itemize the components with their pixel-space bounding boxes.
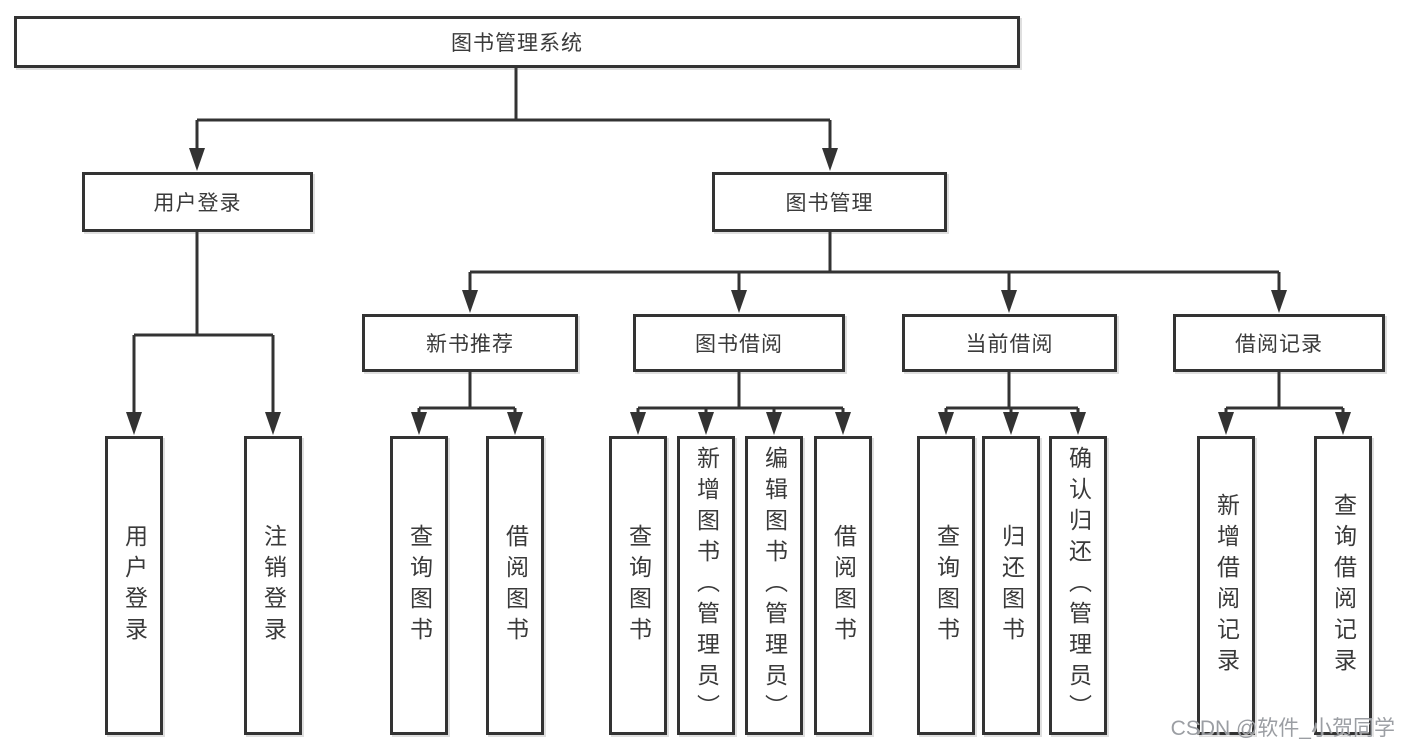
node-label: 图书管理 bbox=[785, 192, 874, 215]
node-label: 查询图书 bbox=[406, 523, 433, 648]
leaf-query-borrow-record: 查询借阅记录 bbox=[1314, 436, 1372, 735]
csdn-watermark: CSDN @软件_小贺同学 bbox=[1170, 717, 1395, 740]
leaf-confirm-return-admin: 确认归还（管理员） bbox=[1049, 436, 1107, 735]
node-label: 新增借阅记录 bbox=[1213, 492, 1240, 679]
node-borrow-records: 借阅记录 bbox=[1173, 314, 1385, 372]
node-new-book-recommend: 新书推荐 bbox=[362, 314, 578, 372]
node-label: 图书借阅 bbox=[695, 333, 783, 356]
node-label: 新书推荐 bbox=[426, 333, 514, 356]
node-book-management-branch: 图书管理 bbox=[712, 172, 947, 232]
leaf-borrow-books: 借阅图书 bbox=[814, 436, 872, 735]
node-current-borrow: 当前借阅 bbox=[902, 314, 1117, 372]
node-label: 查询图书 bbox=[625, 523, 652, 648]
node-label: 当前借阅 bbox=[965, 333, 1054, 356]
node-label: 借阅图书 bbox=[830, 523, 857, 648]
leaf-add-book-admin: 新增图书（管理员） bbox=[677, 436, 735, 735]
leaf-user-login: 用户登录 bbox=[105, 436, 163, 735]
leaf-borrow-books-recommend: 借阅图书 bbox=[486, 436, 544, 735]
leaf-add-borrow-record: 新增借阅记录 bbox=[1197, 436, 1255, 735]
node-label: 查询图书 bbox=[933, 523, 960, 648]
leaf-query-books-current: 查询图书 bbox=[917, 436, 975, 735]
leaf-edit-book-admin: 编辑图书（管理员） bbox=[745, 436, 803, 735]
arrowheads bbox=[126, 148, 1351, 435]
leaf-logout: 注销登录 bbox=[244, 436, 302, 735]
node-label: 编辑图书（管理员） bbox=[761, 446, 788, 725]
node-book-borrow: 图书借阅 bbox=[633, 314, 845, 372]
node-user-login-branch: 用户登录 bbox=[82, 172, 313, 232]
node-label: 借阅图书 bbox=[502, 523, 529, 648]
node-label: 归还图书 bbox=[998, 523, 1025, 648]
node-label: 图书管理系统 bbox=[451, 32, 583, 55]
node-label: 用户登录 bbox=[121, 523, 148, 648]
node-label: 查询借阅记录 bbox=[1330, 492, 1357, 679]
leaf-return-book: 归还图书 bbox=[982, 436, 1040, 735]
node-label: 确认归还（管理员） bbox=[1065, 446, 1092, 725]
node-label: 注销登录 bbox=[260, 523, 287, 648]
node-label: 借阅记录 bbox=[1235, 333, 1323, 356]
node-label: 用户登录 bbox=[153, 192, 242, 215]
node-label: 新增图书（管理员） bbox=[693, 446, 720, 725]
node-root-system: 图书管理系统 bbox=[14, 16, 1020, 68]
leaf-query-books-borrow: 查询图书 bbox=[609, 436, 667, 735]
leaf-query-books-recommend: 查询图书 bbox=[390, 436, 448, 735]
